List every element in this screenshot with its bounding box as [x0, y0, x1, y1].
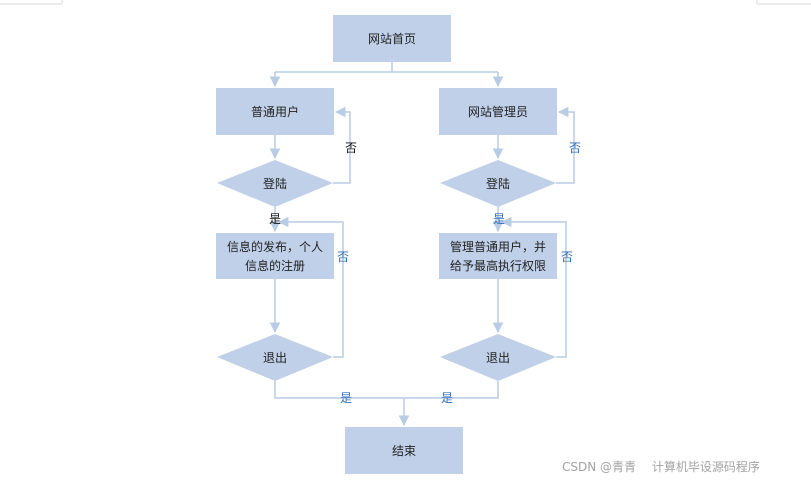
csdn-watermark: CSDN @青青 计算机毕设源码程序	[562, 460, 760, 474]
node-publish-info	[216, 233, 334, 279]
node-manage-users	[439, 233, 557, 279]
node-end-label: 结束	[392, 444, 416, 458]
edge-label-login-left-yes: 是	[269, 212, 281, 226]
node-end	[345, 427, 463, 474]
edge-label-exit-left-yes: 是	[340, 391, 352, 405]
node-login-left	[217, 160, 333, 207]
node-manage-users-line2: 给予最高执行权限	[450, 258, 546, 273]
node-site-admin	[439, 88, 557, 135]
page-corner-mark-right	[756, 0, 811, 5]
node-exit-left-label: 退出	[263, 351, 287, 365]
connector-login-left-no	[333, 106, 351, 184]
node-manage-users-line1: 管理普通用户，并	[450, 239, 546, 254]
node-home	[333, 15, 451, 62]
edge-label-exit-left-no: 否	[337, 250, 349, 264]
page-corner-mark-left	[0, 0, 63, 5]
connector-exits-merge	[274, 381, 499, 399]
node-publish-info-line2: 信息的注册	[245, 258, 305, 273]
edge-label-exit-right-no: 否	[561, 250, 573, 264]
node-regular-user-label: 普通用户	[251, 104, 299, 119]
edge-label-login-right-no: 否	[569, 141, 581, 155]
node-login-left-label: 登陆	[263, 176, 287, 191]
connector-login-right-no	[556, 106, 575, 184]
connectors	[269, 62, 575, 427]
edge-label-login-right-yes: 是	[493, 212, 505, 226]
connector-exit-right-no	[500, 216, 567, 358]
node-exit-right	[440, 334, 556, 381]
node-login-right-label: 登陆	[486, 176, 510, 191]
node-regular-user	[216, 88, 334, 135]
node-login-right	[440, 160, 556, 207]
node-exit-left	[217, 334, 333, 381]
node-home-label: 网站首页	[368, 32, 416, 46]
node-exit-right-label: 退出	[486, 351, 510, 365]
node-site-admin-label: 网站管理员	[468, 104, 528, 119]
node-publish-info-line1: 信息的发布，个人	[227, 239, 323, 254]
edge-label-exit-right-yes: 是	[441, 391, 453, 405]
edge-label-login-left-no: 否	[345, 141, 357, 155]
connector-exit-left-no	[277, 216, 344, 358]
